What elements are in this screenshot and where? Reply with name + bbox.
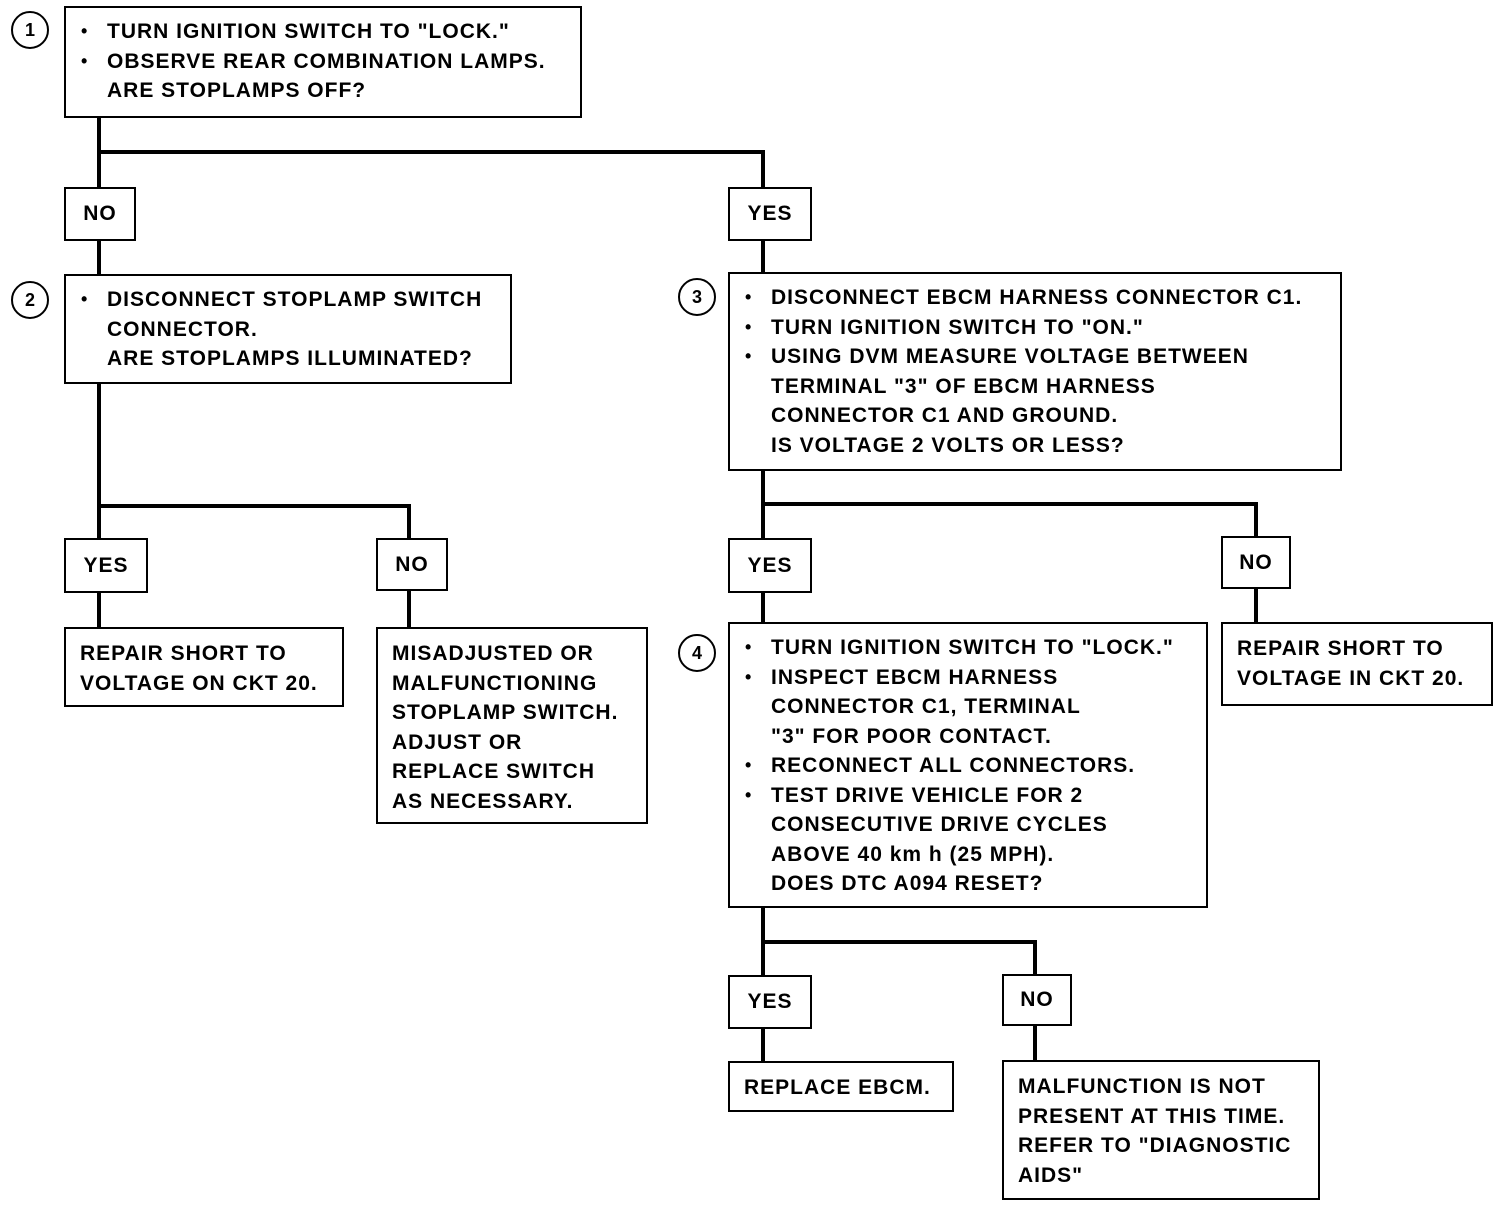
step-number-4: 4 [678, 634, 716, 672]
step-3-bullet: DISCONNECT EBCM HARNESS CONNECTOR C1. [744, 283, 1330, 313]
step-1-question: ARE STOPLAMPS OFF? [107, 79, 367, 102]
step-2-bullet: DISCONNECT STOPLAMP SWITCH [80, 285, 500, 315]
step-number-3: 3 [678, 278, 716, 316]
connector-line [97, 150, 101, 187]
step-4-list: TURN IGNITION SWITCH TO "LOCK."INSPECT E… [744, 633, 1196, 899]
step-4-no-result: MALFUNCTION IS NOT PRESENT AT THIS TIME.… [1002, 1060, 1320, 1200]
result-line: MISADJUSTED OR [392, 642, 594, 665]
step-1-bullet: TURN IGNITION SWITCH TO "LOCK." [80, 17, 570, 47]
step-1-yes-label: YES [728, 187, 812, 241]
connector-line [761, 240, 765, 272]
result-line: VOLTAGE ON CKT 20. [80, 671, 318, 695]
step-3-no-result: REPAIR SHORT TO VOLTAGE IN CKT 20. [1221, 622, 1493, 706]
step-3-line: TERMINAL "3" OF EBCM HARNESS [771, 374, 1156, 398]
connector-line [97, 150, 765, 154]
step-4-line: CONNECTOR C1, TERMINAL [771, 695, 1081, 718]
step-4-line: DOES DTC A094 RESET? [771, 872, 1044, 895]
step-3-yes-label: YES [728, 538, 812, 593]
connector-line [761, 592, 765, 622]
connector-line [97, 117, 101, 154]
step-2-box: DISCONNECT STOPLAMP SWITCH CONNECTOR. AR… [64, 274, 512, 384]
connector-line [1033, 1025, 1037, 1060]
result-line: ADJUST OR [392, 730, 523, 754]
step-2-no-label: NO [376, 538, 448, 591]
step-4-box: TURN IGNITION SWITCH TO "LOCK."INSPECT E… [728, 622, 1208, 908]
result-line: MALFUNCTION IS NOT [1018, 1075, 1266, 1098]
step-1-bullet: OBSERVE REAR COMBINATION LAMPS. [80, 47, 570, 77]
step-3-question: IS VOLTAGE 2 VOLTS OR LESS? [771, 433, 1125, 457]
step-number-1: 1 [11, 11, 49, 49]
connector-line [761, 940, 1037, 944]
connector-line [407, 590, 411, 627]
step-4-bullet: RECONNECT ALL CONNECTORS. [744, 751, 1196, 781]
step-4-line: ABOVE 40 km h (25 MPH). [771, 842, 1055, 866]
result-line: AIDS" [1018, 1163, 1084, 1187]
result-line: REPAIR SHORT TO [1237, 637, 1444, 660]
result-line: PRESENT AT THIS TIME. [1018, 1104, 1286, 1128]
connector-line [761, 1028, 765, 1061]
connector-line [1254, 502, 1258, 536]
result-line: REPLACE EBCM. [744, 1076, 931, 1099]
step-2-question: ARE STOPLAMPS ILLUMINATED? [107, 347, 473, 370]
result-line: MALFUNCTIONING [392, 671, 598, 695]
connector-line [761, 502, 1258, 506]
step-4-no-label: NO [1002, 974, 1072, 1026]
result-line: VOLTAGE IN CKT 20. [1237, 666, 1465, 690]
step-4-bullet: INSPECT EBCM HARNESS [744, 663, 1196, 693]
step-4-yes-label: YES [728, 975, 812, 1029]
step-2-line: CONNECTOR. [107, 317, 258, 341]
step-4-bullet: TURN IGNITION SWITCH TO "LOCK." [744, 633, 1196, 663]
connector-line [97, 592, 101, 627]
step-4-line: CONSECUTIVE DRIVE CYCLES [771, 813, 1108, 836]
result-line: STOPLAMP SWITCH. [392, 701, 619, 724]
step-3-line: CONNECTOR C1 AND GROUND. [771, 404, 1119, 427]
step-1-no-label: NO [64, 187, 136, 241]
step-3-box: DISCONNECT EBCM HARNESS CONNECTOR C1. TU… [728, 272, 1342, 471]
connector-line [1033, 940, 1037, 974]
step-3-bullet: TURN IGNITION SWITCH TO "ON." [744, 313, 1330, 343]
step-3-no-label: NO [1221, 536, 1291, 589]
result-line: REPAIR SHORT TO [80, 642, 287, 665]
step-4-bullet: TEST DRIVE VEHICLE FOR 2 [744, 781, 1196, 811]
step-2-yes-label: YES [64, 538, 148, 593]
connector-line [97, 240, 101, 274]
step-number-2: 2 [11, 281, 49, 319]
connector-line [1254, 588, 1258, 622]
result-line: REPLACE SWITCH [392, 760, 595, 783]
step-2-no-result: MISADJUSTED OR MALFUNCTIONING STOPLAMP S… [376, 627, 648, 824]
step-3-bullet: USING DVM MEASURE VOLTAGE BETWEEN [744, 342, 1330, 372]
connector-line [97, 383, 101, 538]
connector-line [407, 504, 411, 538]
result-line: AS NECESSARY. [392, 789, 574, 813]
connector-line [761, 150, 765, 187]
connector-line [97, 504, 411, 508]
step-4-line: "3" FOR POOR CONTACT. [771, 724, 1052, 748]
result-line: REFER TO "DIAGNOSTIC [1018, 1134, 1292, 1157]
step-2-yes-result: REPAIR SHORT TO VOLTAGE ON CKT 20. [64, 627, 344, 707]
step-1-box: TURN IGNITION SWITCH TO "LOCK." OBSERVE … [64, 6, 582, 118]
step-4-yes-result: REPLACE EBCM. [728, 1061, 954, 1112]
